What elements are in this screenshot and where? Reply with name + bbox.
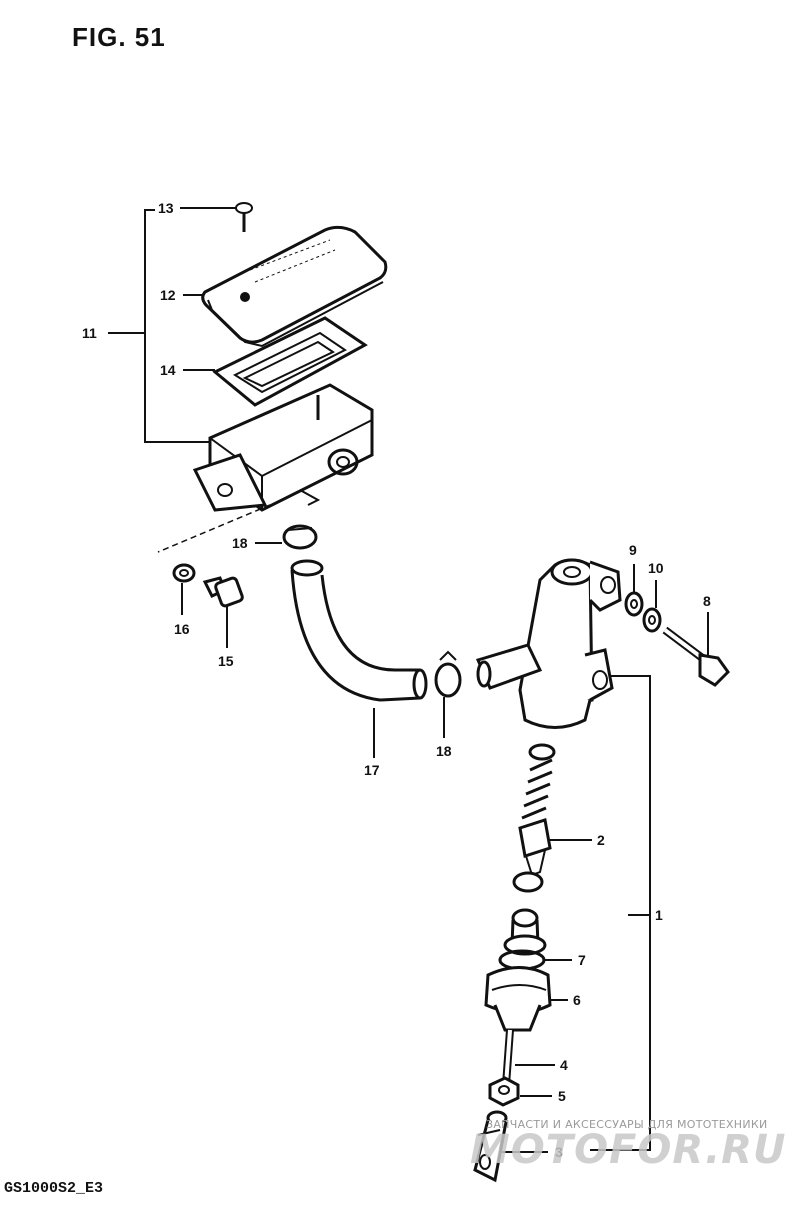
label-11: 11: [82, 325, 97, 341]
label-9: 9: [629, 542, 637, 558]
push-rod-4: [502, 1029, 514, 1086]
hose-clamp-18b: [434, 650, 462, 698]
label-16: 16: [174, 621, 190, 637]
hose-17: [290, 559, 428, 702]
washer-9: [624, 591, 644, 617]
dust-boot-6: [484, 966, 552, 1032]
label-5: 5: [558, 1088, 566, 1104]
label-17: 17: [364, 762, 380, 778]
reservoir-body-11: [192, 383, 374, 512]
label-18b: 18: [436, 743, 452, 759]
master-cylinder-body-1: [475, 558, 622, 729]
washer-10: [642, 607, 662, 633]
piston-cup-2: [512, 818, 552, 893]
label-6: 6: [573, 992, 581, 1008]
screw-13: [235, 202, 253, 232]
bolt-15: [202, 576, 244, 608]
label-15: 15: [218, 653, 234, 669]
label-18a: 18: [232, 535, 248, 551]
label-14: 14: [160, 362, 176, 378]
piston: [503, 908, 547, 956]
label-12: 12: [160, 287, 176, 303]
bracket-11: [144, 209, 212, 443]
reservoir-cover-12: [201, 225, 388, 348]
label-13: 13: [158, 200, 174, 216]
label-8: 8: [703, 593, 711, 609]
figure-code: GS1000S2_E3: [4, 1180, 104, 1197]
label-2: 2: [597, 832, 605, 848]
label-4: 4: [560, 1057, 568, 1073]
watermark: ЗАПЧАСТИ И АКСЕССУАРЫ ДЛЯ МОТОТЕХНИКИ MO…: [470, 1118, 790, 1173]
figure-title: FIG. 51: [72, 22, 166, 52]
hose-clamp-18a: [282, 524, 318, 550]
spring: [521, 743, 556, 820]
label-7: 7: [578, 952, 586, 968]
label-10: 10: [648, 560, 664, 576]
diaphragm-14: [212, 316, 368, 407]
bolt-8: [662, 626, 730, 687]
label-3: 3: [555, 1144, 563, 1160]
watermark-subtitle: ЗАПЧАСТИ И АКСЕССУАРЫ ДЛЯ МОТОТЕХНИКИ: [486, 1118, 768, 1131]
washer-16: [172, 563, 196, 583]
watermark-brand: MOTOFOR.RU: [470, 1127, 787, 1173]
assembly-line: [157, 504, 271, 553]
label-1: 1: [655, 907, 663, 923]
bracket-1: [590, 675, 651, 1151]
locknut-5: [488, 1076, 520, 1107]
